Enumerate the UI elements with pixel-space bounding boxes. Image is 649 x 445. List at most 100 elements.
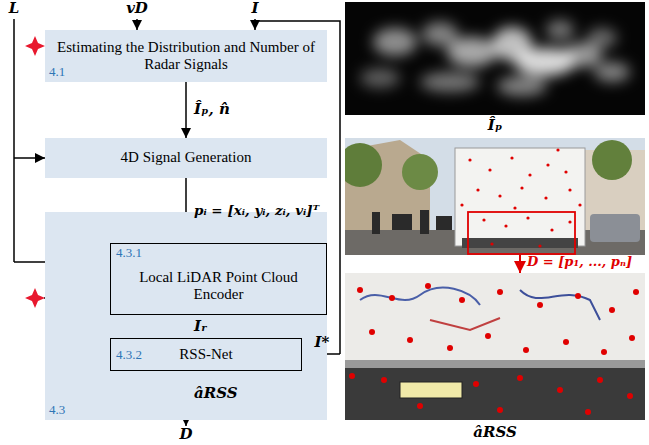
graffiti [430, 318, 500, 330]
edge-label: pᵢ = [xᵢ, yᵢ, zᵢ, vᵢ]ᵀ [194, 203, 319, 219]
radar-point [609, 307, 615, 313]
graffiti [520, 290, 600, 320]
radar-point [357, 287, 363, 293]
radar-point [520, 186, 523, 189]
radar-point [349, 373, 355, 379]
radar-point [526, 216, 529, 219]
radar-point [497, 289, 503, 295]
heatmap-image [345, 2, 645, 115]
math-label: L [9, 0, 20, 17]
radar-point [550, 228, 553, 231]
street-photo [345, 138, 645, 255]
section-number: 4.1 [49, 65, 65, 79]
radar-point [468, 158, 471, 161]
radar-point [513, 206, 516, 209]
section-band: Estimating the Distribution and Number o… [45, 30, 327, 82]
tree [592, 140, 632, 180]
radar-point [497, 407, 503, 413]
zoom-box [468, 212, 575, 254]
math-label: I [251, 0, 258, 17]
bumper [345, 368, 645, 420]
radar-point [460, 203, 463, 206]
radar-point [504, 224, 507, 227]
radar-point [597, 377, 603, 383]
wire [13, 19, 15, 262]
radar-point [556, 148, 559, 151]
radar-point [447, 345, 453, 351]
star-marker [25, 36, 45, 56]
radar-point [490, 242, 493, 245]
zoom-arrow [519, 255, 521, 273]
radar-point [557, 387, 563, 393]
radar-point [473, 381, 479, 387]
radar-point [575, 293, 581, 299]
math-label: âRSS [473, 424, 517, 441]
radar-point [517, 375, 523, 381]
radar-point [523, 347, 529, 353]
math-label: I* [315, 334, 330, 351]
radar-point [482, 218, 485, 221]
box-title: Estimating the Distribution and Number o… [45, 39, 327, 74]
radar-point [564, 170, 567, 173]
star-marker [25, 288, 45, 308]
radar-point [578, 203, 581, 206]
radar-point [407, 337, 413, 343]
edge-label: Iᵣ [194, 318, 207, 335]
radar-point [528, 173, 531, 176]
math-label: Îₚ [488, 117, 503, 134]
radar-point [510, 156, 513, 159]
edge-label: Îₚ, n̂ [194, 101, 230, 118]
input-wires [14, 19, 340, 426]
radar-point [369, 329, 375, 335]
radar-point [629, 335, 635, 341]
radar-point [546, 163, 549, 166]
radar-point [389, 295, 395, 301]
radar-point [459, 297, 465, 303]
module-box: 4.3.2RSS-Net [110, 338, 302, 371]
zoom-photo [345, 273, 645, 420]
radar-point [537, 302, 543, 308]
arrow [136, 19, 138, 30]
section-number: 4.3.1 [116, 246, 142, 260]
radar-point [488, 168, 491, 171]
tree [345, 143, 382, 187]
section-band: 4.3 4.3.1Local LiDAR Point Cloud Encoder 4… [45, 212, 327, 420]
heatmap-blobs [360, 20, 630, 96]
section-number: 4.3 [49, 403, 65, 417]
truck [455, 148, 585, 246]
section-band: 4D Signal Generation [45, 138, 327, 178]
box-title: 4D Signal Generation [113, 149, 260, 166]
radar-point [538, 244, 541, 247]
math-label: D = [p₁, ..., pₙ] [527, 255, 632, 270]
radar-points [460, 148, 581, 247]
math-label: D [179, 426, 192, 443]
edge [345, 360, 645, 368]
math-label: vD [126, 0, 148, 17]
radar-point [476, 188, 479, 191]
pedestrians [372, 210, 452, 234]
radar-point [568, 188, 571, 191]
math-label: âRSS [194, 385, 238, 402]
license-plate [400, 382, 462, 398]
box-title: Local LiDAR Point Cloud Encoder [111, 269, 326, 304]
radar-point [425, 283, 431, 289]
sky [345, 138, 645, 255]
radar-point [568, 220, 571, 223]
radar-point [563, 339, 569, 345]
graffiti [360, 288, 480, 305]
heatmap-ground [345, 2, 645, 115]
radar-point [601, 349, 607, 355]
radar-point [381, 377, 387, 383]
radar-point [485, 333, 491, 339]
radar-point [585, 409, 591, 415]
box-title: RSS-Net [171, 346, 240, 363]
flow-arrow [185, 82, 187, 138]
radar-point [633, 289, 639, 295]
radar-point [498, 194, 501, 197]
radar-point [627, 393, 633, 399]
bumper [462, 238, 578, 248]
radar-point [544, 196, 547, 199]
radar-point [417, 403, 423, 409]
